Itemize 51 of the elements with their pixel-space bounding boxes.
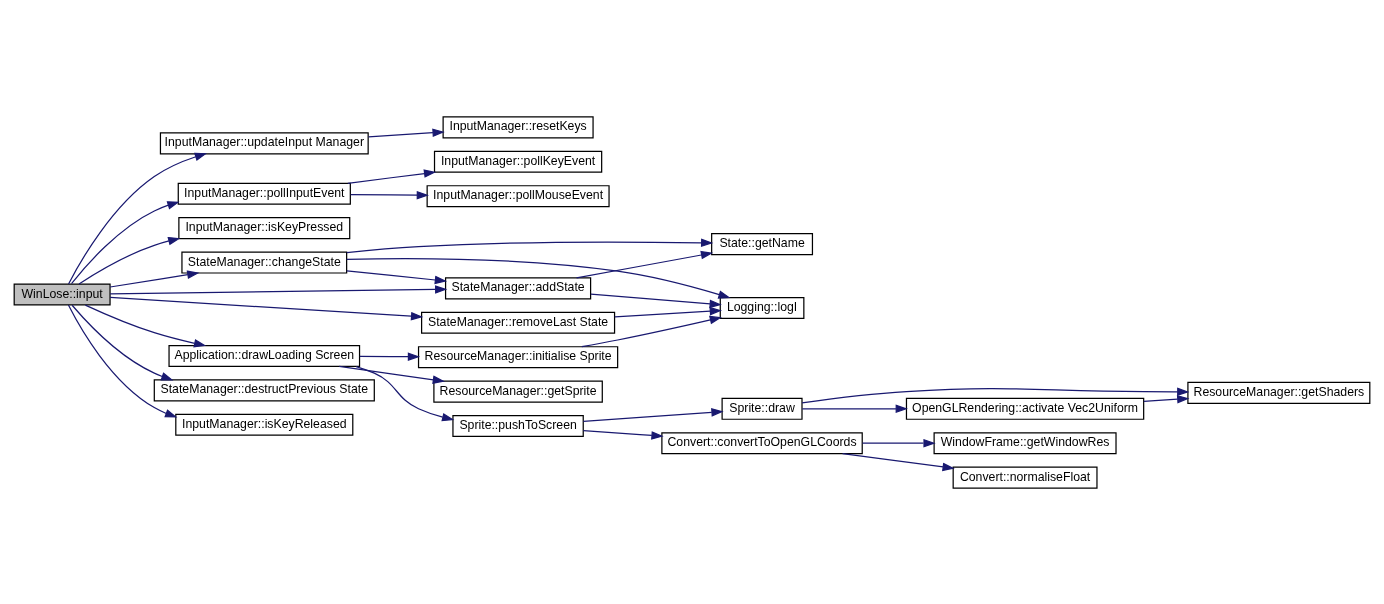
arrow: [78, 236, 181, 284]
arrow: [582, 407, 724, 422]
node-box: InputManager::pollMouseEvent: [426, 184, 610, 207]
node-box: Convert::convertToOpenGLCoords: [661, 431, 863, 454]
arrow: [801, 387, 1190, 403]
arrow: [801, 404, 908, 413]
arrow: [109, 284, 448, 294]
node-box: State::getName: [711, 232, 814, 255]
node-box: Convert::normaliseFloat: [952, 466, 1098, 489]
node-box: StateManager::changeState: [181, 251, 348, 274]
arrow: [70, 200, 180, 284]
arrow: [582, 429, 664, 440]
node-box: StateManager::destructPrevious State: [153, 378, 375, 401]
node-box: WindowFrame::getWindowRes: [933, 431, 1117, 454]
node-box: OpenGLRendering::activate Vec2Uniform: [905, 397, 1145, 420]
arrow: [67, 152, 208, 285]
node-box: ResourceManager::getShaders: [1187, 381, 1371, 404]
node-box: Logging::logI: [719, 296, 805, 319]
node-box: ResourceManager::initialise Sprite: [417, 345, 619, 368]
node-box: InputManager::pollInputEvent: [177, 182, 351, 205]
arrow: [338, 365, 445, 384]
node-box: Application::drawLoading Screen: [168, 344, 361, 367]
arrow: [1143, 394, 1190, 404]
arrow: [614, 306, 722, 318]
arrow: [109, 296, 424, 320]
arrow: [350, 190, 429, 200]
arrow: [575, 250, 714, 278]
arrow: [67, 303, 178, 418]
node-box: InputManager::resetKeys: [442, 115, 594, 138]
arrow: [861, 438, 936, 448]
arrow: [841, 452, 955, 471]
arrow: [109, 269, 200, 288]
arrow: [71, 304, 174, 380]
node-box: InputManager::pollKeyEvent: [433, 150, 603, 173]
node-box: Sprite::pushToScreen: [452, 414, 584, 437]
node-box: StateManager::addState: [444, 276, 592, 299]
arrow: [84, 303, 207, 347]
arrow: [590, 293, 722, 308]
arrow: [355, 365, 455, 421]
node-box: InputManager::updateInput Manager: [159, 131, 369, 154]
node-box: WinLose::input: [13, 282, 111, 306]
node-box: InputManager::isKeyReleased: [175, 413, 354, 436]
node-box: StateManager::removeLast State: [421, 311, 616, 334]
arrow: [359, 351, 421, 361]
node-box: Sprite::draw: [721, 397, 803, 420]
arrow: [367, 127, 445, 137]
arrow: [346, 238, 714, 253]
node-box: InputManager::isKeyPressed: [178, 216, 351, 239]
arrow: [346, 269, 448, 284]
arrow: [347, 168, 437, 184]
node-box: ResourceManager::getSprite: [433, 380, 603, 403]
